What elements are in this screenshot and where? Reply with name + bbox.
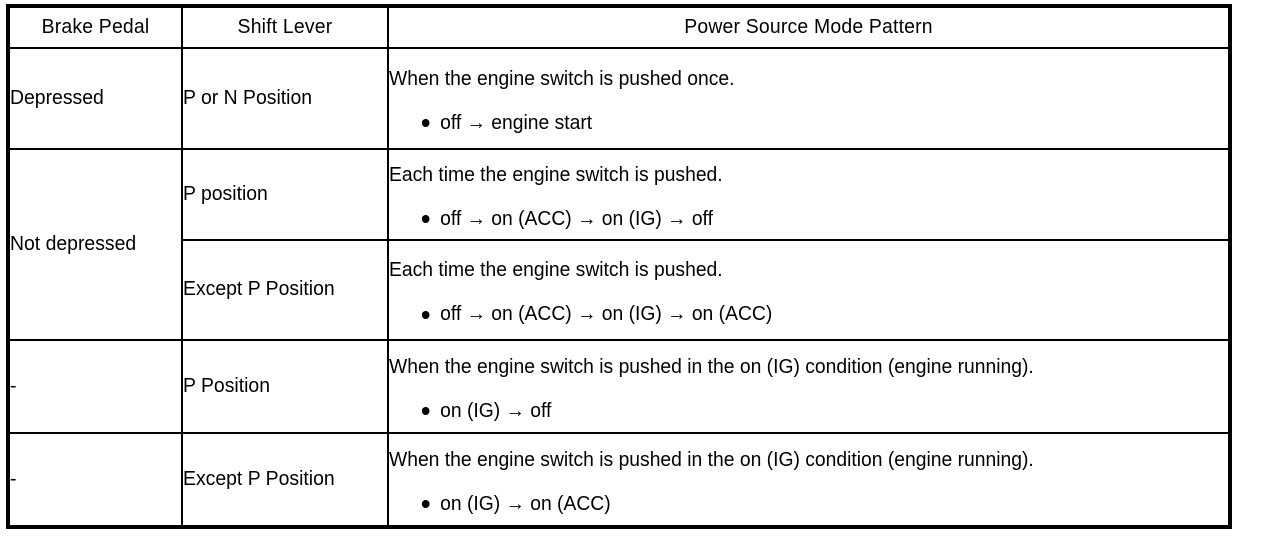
pattern-bullet-item: off → on (ACC) → on (IG) → on (ACC) [389,303,1199,327]
pattern-bullet-item: on (IG) → off [389,400,1199,424]
table-row: Not depressed P position Each time the e… [7,148,1231,341]
column-header-power-source-mode-pattern: Power Source Mode Pattern [399,5,1219,49]
pattern-bullet-text: on (IG) → on (ACC) [440,492,611,515]
pattern-bullet-item: off → on (ACC) → on (IG) → off [389,208,1199,232]
column-header-brake-pedal: Brake Pedal [9,5,181,49]
pattern-bullet-text: off → engine start [440,111,593,134]
pattern-bullet-item: off → engine start [389,112,1199,136]
pattern-bullet-list: off → engine start [389,112,1228,136]
pattern-bullet-list: off → on (ACC) → on (IG) → off [389,208,1228,232]
table-row: Depressed P or N Position When the engin… [7,47,1231,150]
cell-pattern-not-depressed-except-p-position: Each time the engine switch is pushed. o… [387,239,1231,341]
bullet-dot-icon [421,500,430,509]
bullet-dot-icon [421,310,430,319]
table-header: Brake Pedal Shift Lever Power Source Mod… [8,5,1230,49]
column-header-power-source-mode-pattern-label: Power Source Mode Pattern [684,16,933,38]
cell-brake-pedal-dash-2: - [7,432,183,528]
shift-lever-value: P Position [183,374,270,397]
pattern-bullet-text: off → on (ACC) → on (IG) → off [440,207,713,230]
pattern-bullet-list: off → on (ACC) → on (IG) → on (ACC) [389,303,1228,327]
cell-shift-lever-p-position: P position [181,148,389,241]
cell-pattern-dash-p-position: When the engine switch is pushed in the … [387,339,1231,434]
table-body: Depressed P or N Position When the engin… [7,47,1231,528]
cell-pattern-not-depressed-p-position: Each time the engine switch is pushed. o… [387,148,1231,241]
brake-pedal-value: - [10,467,17,490]
column-header-shift-lever-label: Shift Lever [237,16,333,38]
brake-pedal-value: Depressed [10,86,104,109]
pattern-headline: When the engine switch is pushed once. [389,67,735,90]
cell-brake-pedal-dash-1: - [7,339,183,434]
pattern-headline: Each time the engine switch is pushed. [389,259,723,282]
shift-lever-value: P or N Position [183,86,313,109]
cell-shift-lever-except-p-position-2: Except P Position [181,432,389,528]
pattern-bullet-text: off → on (ACC) → on (IG) → on (ACC) [440,303,773,325]
power-source-mode-table: Brake Pedal Shift Lever Power Source Mod… [6,4,1232,529]
pattern-bullet-list: on (IG) → off [389,400,1228,424]
shift-lever-value: Except P Position [183,278,335,301]
cell-shift-lever-p-position-2: P Position [181,339,389,434]
pattern-block: When the engine switch is pushed once. o… [389,62,1228,135]
cell-shift-lever-p-or-n-position: P or N Position [181,47,389,150]
pattern-headline: When the engine switch is pushed in the … [389,355,1034,378]
table-row: Except P Position Each time the engine s… [8,239,1231,341]
pattern-headline: Each time the engine switch is pushed. [389,163,723,186]
pattern-bullet-text: on (IG) → off [440,399,552,422]
cell-shift-lever-except-p-position: Except P Position [181,239,389,341]
pattern-bullet-list: on (IG) → on (ACC) [389,493,1228,517]
brake-pedal-value: - [10,374,17,397]
header-row: Brake Pedal Shift Lever Power Source Mod… [8,5,1230,49]
pattern-block: Each time the engine switch is pushed. o… [389,158,1228,231]
cell-brake-pedal-depressed: Depressed [7,47,183,150]
bullet-dot-icon [421,215,430,224]
shift-lever-value: Except P Position [183,467,335,490]
pattern-block: When the engine switch is pushed in the … [389,443,1228,516]
pattern-bullet-item: on (IG) → on (ACC) [389,493,1199,517]
pattern-headline: When the engine switch is pushed in the … [389,448,1034,471]
bullet-dot-icon [421,119,430,128]
cell-pattern-dash-except-p-position: When the engine switch is pushed in the … [387,432,1231,528]
cell-brake-pedal-not-depressed: Not depressed [7,148,183,341]
column-header-brake-pedal-label: Brake Pedal [41,16,150,38]
brake-pedal-value: Not depressed [10,232,137,255]
table-row: - Except P Position When the engine swit… [7,432,1231,528]
pattern-block: Each time the engine switch is pushed. o… [389,253,1228,326]
cell-pattern-depressed-p-or-n: When the engine switch is pushed once. o… [387,47,1231,150]
pattern-block: When the engine switch is pushed in the … [389,350,1228,423]
table-row: - P Position When the engine switch is p… [7,339,1231,434]
shift-lever-value: P position [183,182,268,205]
column-header-shift-lever: Shift Lever [184,5,386,49]
bullet-dot-icon [421,407,430,416]
